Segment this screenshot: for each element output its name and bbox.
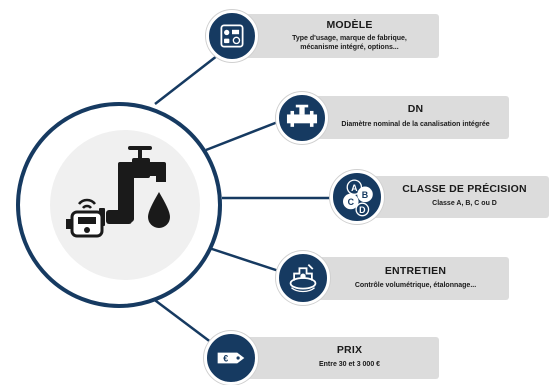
pipe-valve-icon bbox=[276, 92, 328, 144]
item-modele-box: MODÈLE Type d'usage, marque de fabrique,… bbox=[230, 14, 439, 58]
class-letter-c: C bbox=[348, 197, 355, 207]
item-prix-desc: Entre 30 et 3 000 € bbox=[318, 361, 381, 368]
item-prix-title: PRIX bbox=[336, 344, 363, 356]
class-letter-d: D bbox=[359, 205, 366, 215]
item-classe-desc: Classe A, B, C ou D bbox=[432, 200, 497, 207]
water-meter-faucet-icon bbox=[66, 146, 170, 238]
class-letter-b: B bbox=[362, 190, 368, 200]
abcd-classes-icon: A B C D bbox=[330, 170, 384, 224]
price-tag-icon: € bbox=[204, 331, 258, 385]
item-modele-title: MODÈLE bbox=[326, 19, 373, 31]
item-entretien-box: ENTRETIEN Contrôle volumétrique, étalonn… bbox=[304, 257, 509, 300]
item-classe-box: CLASSE DE PRÉCISION Classe A, B, C ou D bbox=[360, 176, 549, 218]
item-dn-desc: Diamètre nominal de la canalisation inté… bbox=[341, 121, 490, 128]
maintenance-icon bbox=[276, 251, 330, 305]
meter-components-icon bbox=[206, 10, 258, 62]
class-letter-a: A bbox=[351, 183, 358, 193]
item-dn-box: DN Diamètre nominal de la canalisation i… bbox=[304, 96, 509, 139]
item-dn-title: DN bbox=[407, 103, 424, 115]
item-modele-desc-line2: mécanisme intégré, options... bbox=[300, 44, 399, 51]
item-entretien-title: ENTRETIEN bbox=[384, 265, 447, 277]
euro-symbol: € bbox=[223, 354, 228, 364]
item-classe-title: CLASSE DE PRÉCISION bbox=[402, 183, 527, 195]
item-entretien-desc: Contrôle volumétrique, étalonnage... bbox=[354, 282, 477, 289]
item-modele-desc-line1: Type d'usage, marque de fabrique, bbox=[292, 35, 407, 42]
item-prix-box: PRIX Entre 30 et 3 000 € bbox=[234, 337, 439, 379]
